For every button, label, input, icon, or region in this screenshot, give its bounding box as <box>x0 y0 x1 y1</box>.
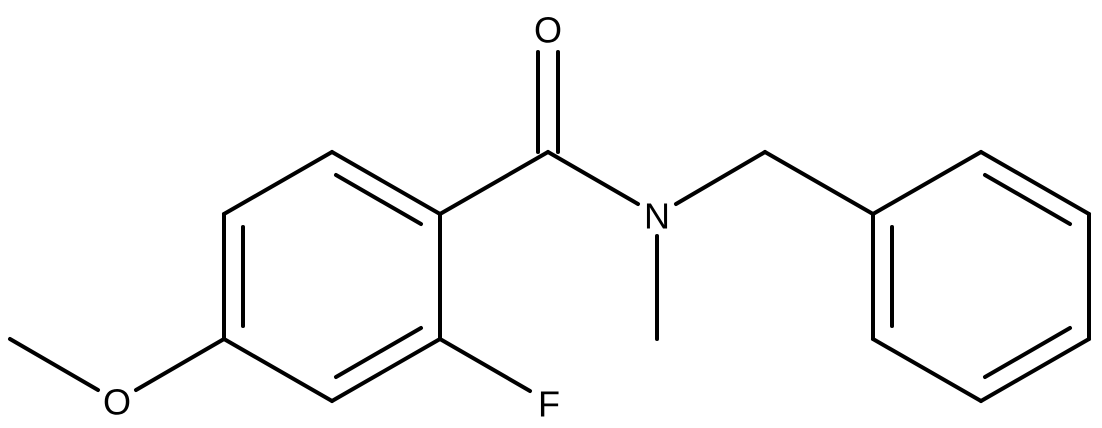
methoxy-group <box>8 337 226 392</box>
ch2-to-phenyl-bond <box>763 150 875 216</box>
methoxy-oxygen-label: O <box>103 382 131 423</box>
fluorine-label: F <box>538 384 560 425</box>
ring-bond <box>222 150 334 216</box>
ring-bond <box>330 150 442 216</box>
ring-double-bond-inner <box>334 326 423 379</box>
ring-bond <box>330 337 442 403</box>
ring-bond <box>222 337 334 403</box>
nitrogen-to-ch2-bond <box>674 150 767 206</box>
ring-bond <box>979 150 1091 216</box>
ring-bond <box>871 150 983 216</box>
nitrogen-substituents <box>655 150 875 341</box>
ring-bond <box>979 337 1091 403</box>
ring-bond <box>871 337 983 403</box>
ring-double-bond-inner <box>334 173 423 226</box>
ring-double-bond-inner <box>983 326 1072 379</box>
ring-to-methoxy-oxygen-bond <box>134 337 226 392</box>
ring-double-bond-inner <box>983 173 1072 226</box>
carbonyl-to-nitrogen-bond <box>546 150 640 206</box>
phenyl-ring <box>871 150 1091 403</box>
carbonyl-oxygen-label: O <box>534 10 562 51</box>
benzamide-ring <box>222 150 442 403</box>
methoxy-methyl-bond <box>8 337 100 392</box>
amide-nitrogen-label: N <box>644 196 670 237</box>
ring-to-carbonyl-bond <box>438 150 550 216</box>
fluorine-bond <box>438 337 532 393</box>
carbonyl-group <box>438 50 640 216</box>
